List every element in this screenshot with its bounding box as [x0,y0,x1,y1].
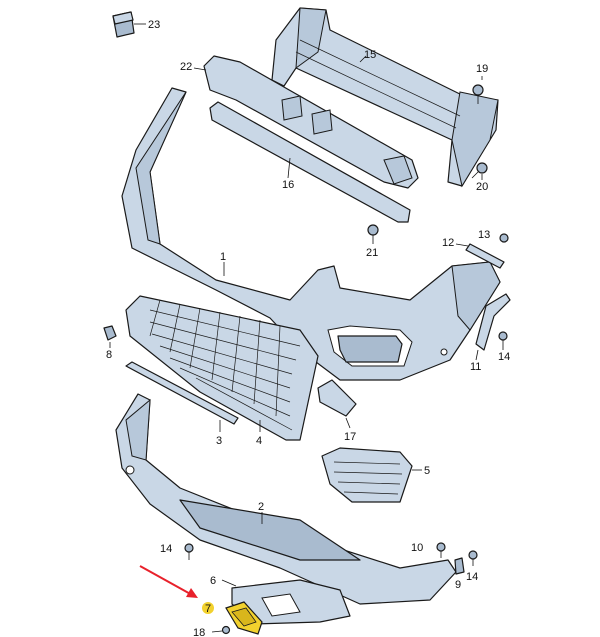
part-11-side-trim [475,293,511,351]
label-15: 15 [364,49,376,61]
label-14-left: 14 [160,543,172,555]
part-8-clip [103,325,117,341]
label-11: 11 [470,361,481,373]
part-3-trim-strip [125,361,239,425]
label-12: 12 [442,237,454,249]
part-10-screw [436,542,446,558]
label-10: 10 [411,542,423,554]
label-2: 2 [258,501,264,513]
label-20: 20 [476,181,488,193]
label-6: 6 [210,575,216,587]
part-23-clip [112,11,135,38]
part-4-grille [125,295,319,441]
part-21-bolt [367,224,379,244]
part-19-bolt [472,84,484,104]
label-17: 17 [344,431,356,443]
label-7-highlight: 7 [202,602,214,615]
part-16-impact-strip [209,101,411,223]
label-21: 21 [366,247,378,259]
part-9-clip [454,557,465,575]
part-14-screw-lower-right [468,550,478,566]
part-7-highlighted-cover [225,601,263,635]
label-7: 7 [205,603,211,615]
label-4: 4 [256,435,262,447]
part-5-fog-grille [321,447,413,503]
red-indicator-arrow [139,565,198,598]
label-8: 8 [106,349,112,361]
part-17-bracket [317,379,357,417]
label-14-right: 14 [498,351,510,363]
part-14-screw-left [184,543,194,560]
part-12-bracket [465,243,505,269]
part-6-trim-panel [231,579,351,625]
part-14-screw-right [498,331,508,350]
label-13: 13 [478,229,490,241]
label-9: 9 [455,579,461,591]
label-1: 1 [220,251,226,263]
label-23: 23 [148,19,160,31]
part-15-reinforcement-beam [271,7,499,188]
part-20-bolt [471,162,488,179]
label-16: 16 [282,179,294,191]
label-5: 5 [424,465,430,477]
label-18: 18 [193,627,205,637]
label-14-lower-right: 14 [466,571,478,583]
label-22: 22 [180,61,192,73]
label-19: 19 [476,63,488,75]
label-3: 3 [216,435,222,447]
part-18-screw [211,625,231,635]
part-13-screw [499,233,509,243]
part-1-bumper-cover [121,87,501,381]
part-22-upper-carrier [203,55,419,189]
part-2-lower-section [115,393,457,605]
